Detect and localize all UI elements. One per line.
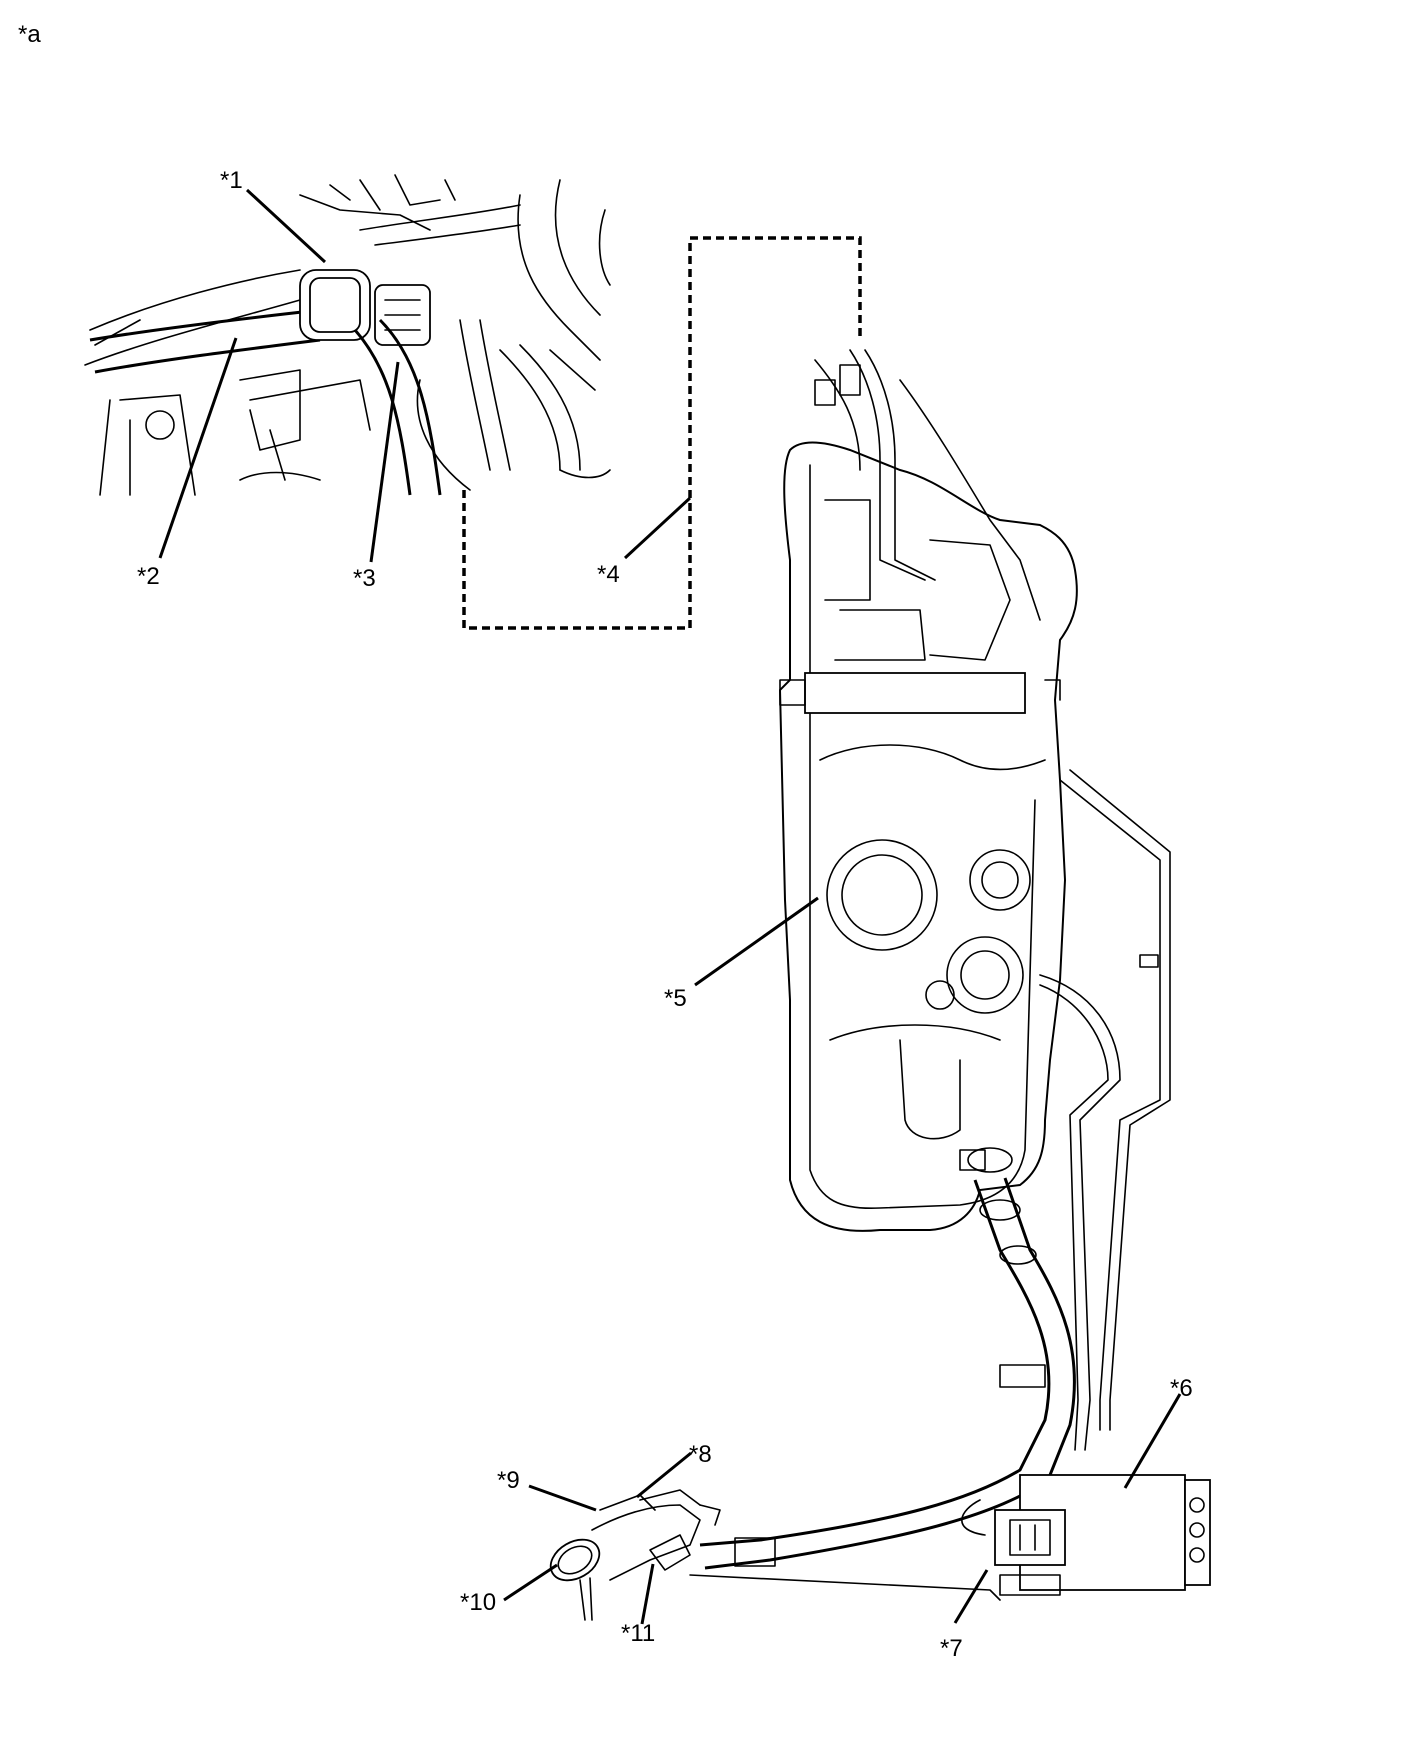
callout-10: *10 [460,1589,496,1616]
fuel-tank [778,349,1171,1451]
callout-2: *2 [137,563,160,590]
filler-neck-hose [689,1147,1076,1601]
callout-labels: *1 *2 *3 *4 *5 *6 *7 *8 *9 *10 *11 [137,167,1193,1662]
callout-4: *4 [597,561,620,588]
callout-9: *9 [497,1467,520,1494]
callout-7: *7 [940,1635,963,1662]
charcoal-canister [961,1474,1211,1596]
callout-11: *11 [621,1620,655,1647]
detail-inset [84,174,862,630]
callout-1: *1 [220,167,243,194]
leader-lines [158,188,1182,1625]
callout-5: *5 [664,985,687,1012]
filler-pipe-assembly [549,1489,721,1621]
callout-3: *3 [353,565,376,592]
callout-8: *8 [689,1441,712,1468]
callout-6: *6 [1170,1375,1193,1402]
view-label: *a [18,21,41,48]
